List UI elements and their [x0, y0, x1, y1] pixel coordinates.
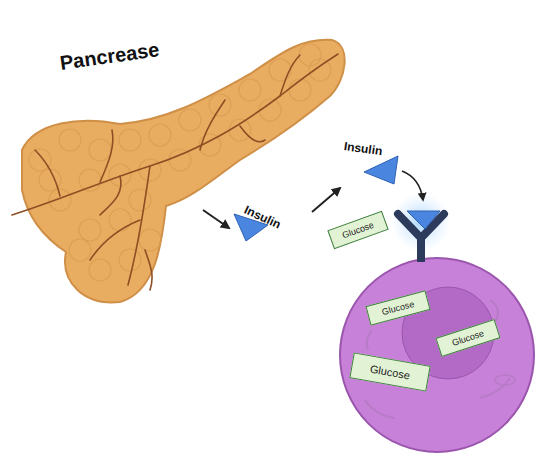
glucose-label: Glucose	[341, 220, 375, 241]
pancreas-organ: Pancrease	[10, 30, 355, 310]
binding-arrow	[402, 171, 423, 200]
organ-label: Pancrease	[58, 38, 160, 75]
glucose-box: Glucose	[349, 352, 430, 391]
glucose-label: Glucose	[369, 363, 411, 382]
molecule-label: Insulin	[343, 139, 383, 158]
glucose-label: Glucose	[451, 328, 486, 348]
flow-arrow	[203, 210, 229, 228]
cell	[340, 258, 534, 452]
glucose-box: Glucose	[435, 319, 500, 357]
flow-arrow	[312, 188, 340, 212]
glucose-box: Glucose	[365, 290, 430, 325]
insulin-molecule: Insulin	[340, 135, 410, 190]
insulin-receptor	[391, 192, 451, 262]
insulin-molecule: Insulin	[225, 190, 315, 245]
glucose-box: Glucose	[327, 211, 388, 250]
glucose-label: Glucose	[381, 299, 415, 317]
